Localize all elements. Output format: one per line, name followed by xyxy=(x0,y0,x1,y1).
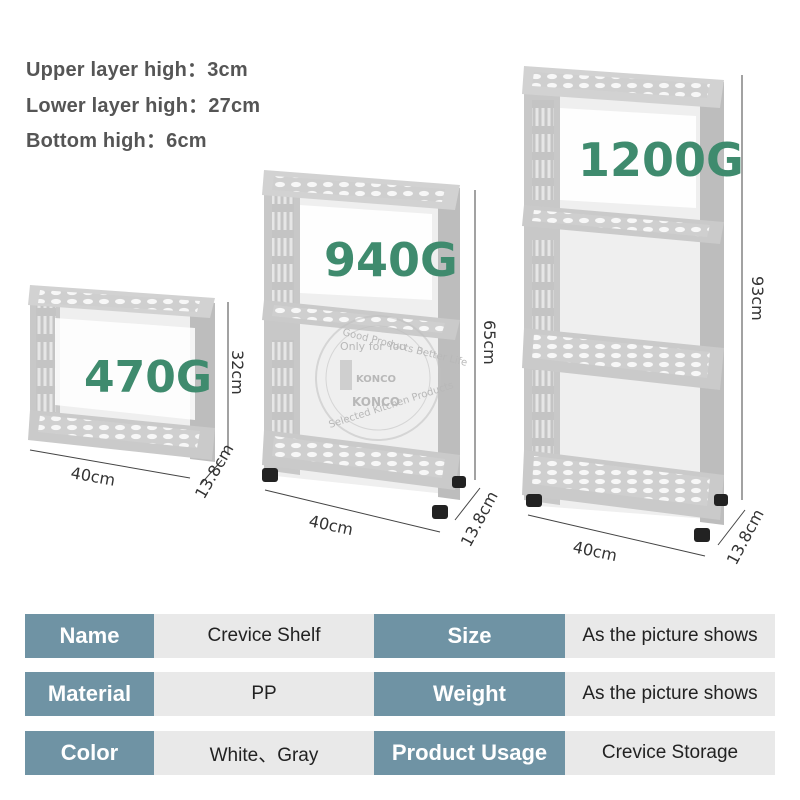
spec-lines: Upper layer high：3cm Lower layer high：27… xyxy=(26,56,260,163)
width-label-small: 40cm xyxy=(69,463,116,489)
lower-layer-height: Lower layer high：27cm xyxy=(26,94,261,117)
watermark-middle-text: Only for You xyxy=(340,340,406,353)
value-name: Crevice Shelf xyxy=(154,614,374,658)
shelf-3-tier xyxy=(262,170,466,519)
value-color: White、Gray xyxy=(154,731,374,775)
shelf-2-tier xyxy=(28,285,215,462)
weight-label-small: 470G xyxy=(84,352,212,403)
width-label-medium: 40cm xyxy=(307,511,355,539)
label-material: Material xyxy=(25,672,154,716)
label-color: Color xyxy=(25,731,154,775)
bottom-height: Bottom high：6cm xyxy=(26,130,207,152)
value-material: PP xyxy=(154,672,374,716)
shelf-4-tier xyxy=(522,66,728,542)
konco-watermark xyxy=(315,315,441,441)
value-size: As the picture shows xyxy=(565,614,775,658)
value-weight: As the picture shows xyxy=(565,672,775,716)
table-row: Color White、Gray Product Usage Crevice S… xyxy=(25,731,775,775)
product-illustration: 470G 40cm 32cm 13.8cm 940G Goo xyxy=(28,66,768,568)
value-product-usage: Crevice Storage xyxy=(565,731,775,775)
dimension-lines-small xyxy=(29,302,229,486)
dimension-lines-large xyxy=(527,75,746,557)
height-label-small: 32cm xyxy=(228,350,247,395)
height-label-medium: 65cm xyxy=(480,320,499,365)
table-row: Material PP Weight As the picture shows xyxy=(25,672,775,716)
depth-label-large: 13.8cm xyxy=(723,506,768,568)
upper-layer-height: Upper layer high：3cm xyxy=(26,59,248,81)
weight-label-medium: 940G xyxy=(324,233,458,287)
watermark-brand: KONCO xyxy=(356,374,396,385)
watermark-logo-text: KONCO xyxy=(352,395,400,409)
label-product-usage: Product Usage xyxy=(374,731,565,775)
dimension-lines-medium xyxy=(264,190,481,533)
table-row: Name Crevice Shelf Size As the picture s… xyxy=(25,614,775,658)
width-label-large: 40cm xyxy=(571,537,619,565)
label-name: Name xyxy=(25,614,154,658)
depth-label-medium: 13.8cm xyxy=(457,488,502,550)
label-weight: Weight xyxy=(374,672,565,716)
weight-label-large: 1200G xyxy=(578,133,744,187)
label-size: Size xyxy=(374,614,565,658)
height-label-large: 93cm xyxy=(748,276,767,321)
